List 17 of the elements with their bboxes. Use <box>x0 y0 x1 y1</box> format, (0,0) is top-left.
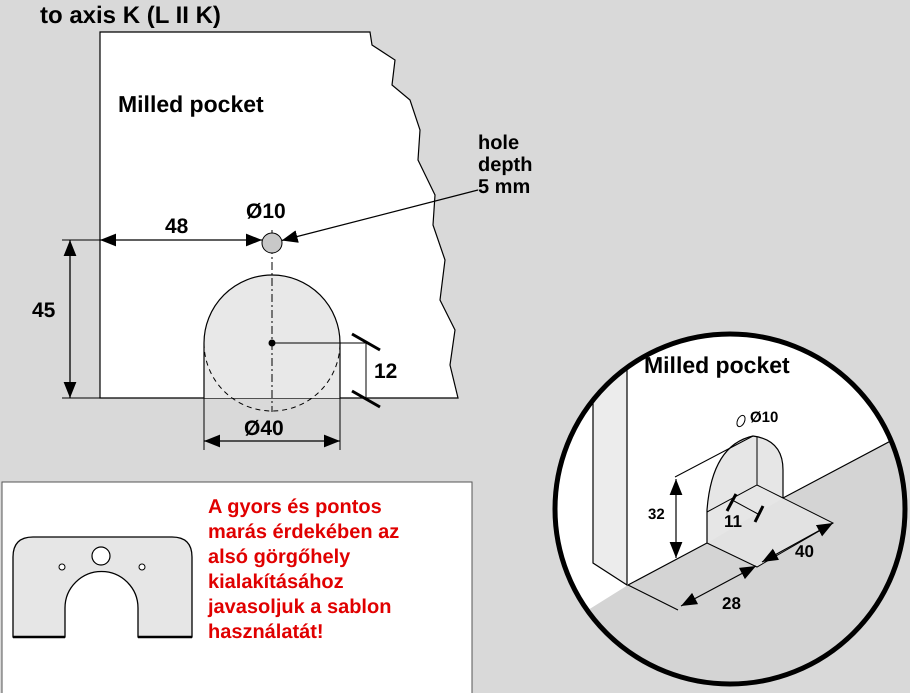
dimension-label: 11 <box>724 513 742 532</box>
leader-line <box>282 189 478 243</box>
dimension-label: 32 <box>648 507 665 524</box>
dimension-label: 28 <box>722 595 741 614</box>
part-label: Milled pocket <box>118 92 264 118</box>
dimension-label: 40 <box>795 543 814 562</box>
dimension-label: 12 <box>374 360 398 384</box>
dimension-label: Ø40 <box>244 417 284 440</box>
heading: to axis K (L II K) <box>40 3 221 30</box>
dimension-label: Ø10 <box>750 410 778 426</box>
dimension-label: 48 <box>165 215 188 238</box>
drilled-hole <box>262 232 282 254</box>
note-text: A gyors és pontos marás érdekében az alsó görgőhely kialakításához javasoljuk a sablon használatát! <box>208 495 400 645</box>
callout-text: hole depth 5 mm <box>478 132 538 198</box>
part-label: Milled pocket <box>644 353 790 378</box>
dimension-label: Ø10 <box>246 200 286 224</box>
dimension-label: 45 <box>32 299 56 322</box>
